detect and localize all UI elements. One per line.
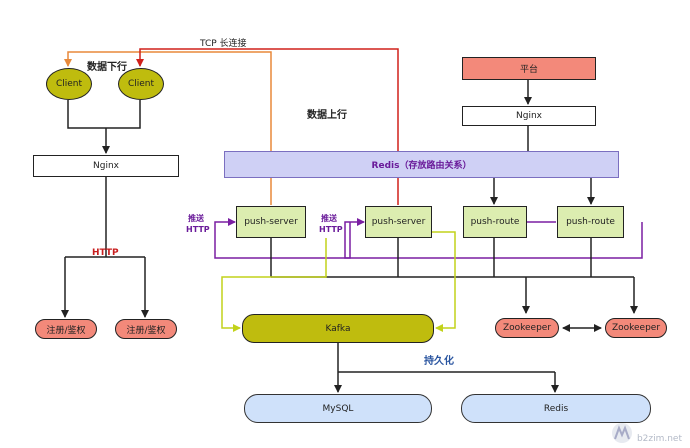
tcp-label: TCP 长连接	[200, 39, 247, 49]
push-route-box-2: push-route	[557, 206, 624, 238]
kafka-box: Kafka	[242, 314, 434, 343]
push-server-box-2: push-server	[365, 206, 432, 238]
mysql-box: MySQL	[244, 394, 432, 423]
push-server-1-to-kafka	[221, 238, 327, 332]
zookeeper-box-2: Zookeeper	[605, 318, 667, 338]
push-http-label-mid-1: 推送	[321, 214, 337, 223]
platform-box: 平台	[462, 57, 596, 80]
tcp-connection-orange	[64, 51, 272, 205]
push-route-box-1: push-route	[463, 206, 527, 238]
client2-to-nginx	[106, 100, 141, 129]
register-auth-box-1: 注册/鉴权	[35, 319, 97, 339]
redis-db-box: Redis	[461, 394, 651, 423]
register-auth-box-2: 注册/鉴权	[115, 319, 177, 339]
push-http-label-left-1: 推送	[188, 214, 204, 223]
watermark-logo-icon	[611, 423, 632, 443]
client1-to-nginx	[67, 100, 106, 129]
client-node-2: Client	[118, 68, 164, 100]
nginx-left-box: Nginx	[33, 155, 179, 177]
http-label: HTTP	[92, 248, 119, 258]
data-up-label: 数据上行	[307, 110, 347, 121]
nginx-right-box: Nginx	[462, 106, 596, 126]
push-http-label-left-2: HTTP	[186, 225, 210, 234]
push-http-loop-2	[344, 218, 643, 259]
persist-label: 持久化	[424, 356, 454, 367]
push-http-loop-1	[214, 218, 351, 259]
watermark: b2zim.net	[611, 422, 682, 444]
data-down-label: 数据下行	[87, 62, 127, 73]
client-node-1: Client	[46, 68, 92, 100]
watermark-url: b2zim.net	[636, 434, 682, 444]
push-server-box-1: push-server	[236, 206, 306, 238]
push-http-label-mid-2: HTTP	[319, 225, 343, 234]
tcp-connection-red	[136, 48, 399, 205]
redis-routing-bar: Redis（存放路由关系）	[224, 151, 619, 178]
push-server-2-to-kafka	[432, 231, 456, 332]
zookeeper-box-1: Zookeeper	[495, 318, 559, 338]
